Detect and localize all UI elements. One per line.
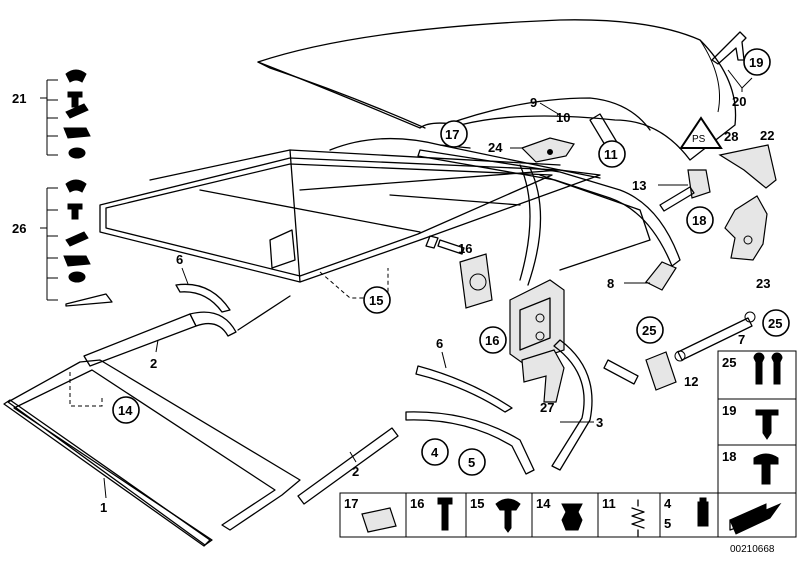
seal-part-6-right bbox=[415, 365, 513, 413]
nut-icon bbox=[68, 147, 86, 159]
label-27: 27 bbox=[540, 400, 554, 415]
svg-text:17: 17 bbox=[445, 127, 459, 142]
svg-text:4: 4 bbox=[431, 445, 439, 460]
cable-part-12 bbox=[603, 359, 639, 385]
seal-part-3-rear bbox=[551, 339, 593, 471]
clip-nut-icon bbox=[561, 503, 583, 531]
label-20: 20 bbox=[732, 94, 746, 109]
label-10: 10 bbox=[556, 110, 570, 125]
plate-icon bbox=[65, 293, 113, 307]
svg-text:5: 5 bbox=[468, 455, 475, 470]
trim-part-2-right bbox=[297, 427, 399, 505]
label-28: 28 bbox=[724, 129, 738, 144]
drawing-number: 00210668 bbox=[730, 544, 775, 555]
svg-text:25: 25 bbox=[722, 355, 736, 370]
label-16: 16 bbox=[458, 241, 472, 256]
label-23: 23 bbox=[756, 276, 770, 291]
windshield-seal-part-1 bbox=[7, 359, 301, 546]
cable-part-13 bbox=[659, 186, 695, 212]
panel-part-22 bbox=[718, 144, 777, 189]
arrow-icon bbox=[729, 502, 782, 535]
pin-icon bbox=[697, 497, 709, 527]
svg-text:17: 17 bbox=[344, 496, 358, 511]
label-1: 1 bbox=[100, 500, 107, 515]
svg-text:11: 11 bbox=[602, 496, 616, 511]
label-7: 7 bbox=[738, 332, 745, 347]
nut-icon bbox=[68, 271, 86, 283]
ball-stud-icon bbox=[753, 352, 765, 385]
screw-icon bbox=[67, 203, 83, 220]
label-6-left: 6 bbox=[176, 252, 183, 267]
ball-stud-icon bbox=[771, 352, 783, 385]
clip-icon bbox=[65, 69, 87, 83]
svg-text:19: 19 bbox=[749, 55, 763, 70]
label-26: 26 bbox=[12, 221, 26, 236]
label-2-right: 2 bbox=[352, 464, 359, 479]
svg-text:PS: PS bbox=[692, 134, 706, 145]
plug-icon bbox=[753, 453, 779, 485]
strip-icon bbox=[65, 103, 89, 119]
label-24: 24 bbox=[488, 140, 503, 155]
label-13: 13 bbox=[632, 178, 646, 193]
seal-part-6-left bbox=[175, 283, 231, 313]
clip-icon bbox=[63, 127, 91, 139]
bracket-part-23 bbox=[724, 195, 768, 261]
svg-text:18: 18 bbox=[692, 213, 706, 228]
svg-text:5: 5 bbox=[664, 516, 671, 531]
switch-part-12 bbox=[645, 351, 677, 391]
svg-text:16: 16 bbox=[485, 333, 499, 348]
label-2-left: 2 bbox=[150, 356, 157, 371]
svg-text:4: 4 bbox=[664, 496, 672, 511]
bolt-part-16 bbox=[437, 239, 465, 255]
label-12: 12 bbox=[684, 374, 698, 389]
clip-icon bbox=[63, 255, 91, 267]
svg-text:14: 14 bbox=[118, 403, 133, 418]
trim-part-2-left bbox=[83, 313, 197, 367]
screw-icon bbox=[67, 91, 83, 108]
svg-text:18: 18 bbox=[722, 449, 736, 464]
svg-text:25: 25 bbox=[768, 316, 782, 331]
gasket-part-16 bbox=[459, 253, 493, 309]
seal-part-3 bbox=[405, 411, 535, 475]
switch-part-13 bbox=[687, 169, 711, 199]
svg-text:15: 15 bbox=[369, 293, 383, 308]
side-part-boxes: 25 19 18 bbox=[717, 350, 797, 538]
svg-text:14: 14 bbox=[536, 496, 551, 511]
bracket-26-group bbox=[40, 179, 113, 307]
hinge-assembly bbox=[509, 279, 565, 365]
gas-strut-part-7 bbox=[677, 317, 753, 361]
clip-icon bbox=[65, 179, 87, 193]
strip-icon bbox=[65, 231, 89, 247]
svg-text:25: 25 bbox=[642, 323, 656, 338]
bottom-part-strip: 17 16 15 14 11 4 5 bbox=[339, 492, 719, 538]
label-8: 8 bbox=[607, 276, 614, 291]
pad-icon bbox=[361, 507, 397, 533]
bracket-part-27 bbox=[521, 349, 565, 403]
svg-text:19: 19 bbox=[722, 403, 736, 418]
seal-end-8 bbox=[645, 261, 677, 291]
bolt-icon bbox=[437, 497, 453, 531]
bracket-21-group bbox=[40, 69, 91, 159]
svg-text:16: 16 bbox=[410, 496, 424, 511]
label-6-right: 6 bbox=[436, 336, 443, 351]
label-22: 22 bbox=[760, 128, 774, 143]
label-21: 21 bbox=[12, 91, 26, 106]
label-9: 9 bbox=[530, 95, 537, 110]
callout-circles: 17 11 19 18 15 16 25 25 14 4 5 bbox=[112, 48, 790, 476]
rivet-icon bbox=[495, 498, 521, 533]
soft-top-cover bbox=[257, 19, 737, 161]
spring-icon bbox=[631, 499, 645, 537]
svg-text:11: 11 bbox=[604, 147, 618, 162]
screw-icon bbox=[755, 409, 779, 440]
svg-text:15: 15 bbox=[470, 496, 484, 511]
warning-triangle: PS bbox=[679, 116, 723, 149]
label-3: 3 bbox=[596, 415, 603, 430]
